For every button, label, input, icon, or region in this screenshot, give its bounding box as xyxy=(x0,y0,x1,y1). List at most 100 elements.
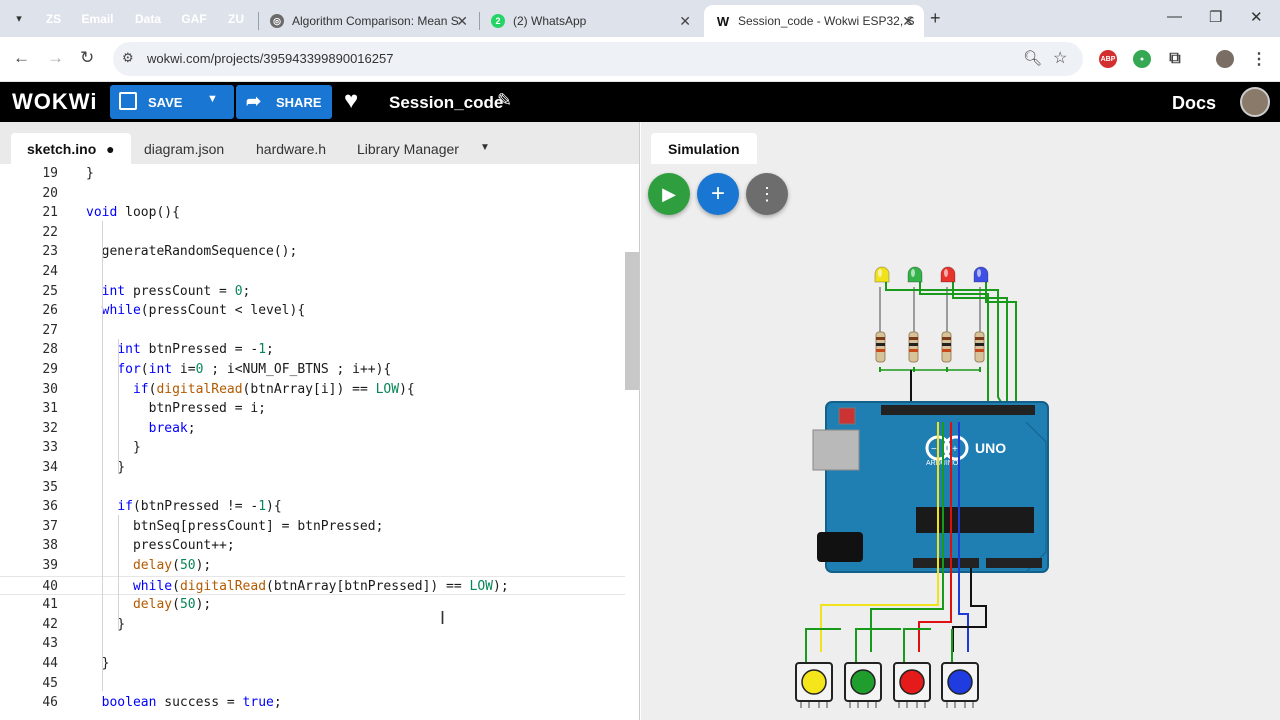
code-text[interactable]: int btnPressed = -1; xyxy=(117,342,274,358)
code-text[interactable]: break; xyxy=(148,420,196,436)
pushbutton-1[interactable] xyxy=(795,662,833,708)
save-button[interactable]: SAVE ▼ xyxy=(110,85,234,119)
code-text[interactable]: void loop(){ xyxy=(86,205,180,221)
pinned-tab-data[interactable]: Data xyxy=(131,9,165,28)
wokwi-logo[interactable]: WOKWi xyxy=(12,89,98,114)
code-text[interactable]: pressCount++; xyxy=(86,538,235,554)
profile-avatar-icon[interactable] xyxy=(1216,50,1234,68)
editor-scrollbar[interactable] xyxy=(625,252,639,390)
tab-search-chevron-icon[interactable]: ▾ xyxy=(16,12,22,25)
green-extension-icon[interactable]: ● xyxy=(1133,50,1151,68)
code-line[interactable]: 39 delay(50); xyxy=(0,556,625,575)
project-name[interactable]: Session_code xyxy=(389,93,504,112)
led-4[interactable] xyxy=(973,266,989,283)
code-line[interactable]: 23 generateRandomSequence(); xyxy=(0,242,625,261)
code-line[interactable]: 41 delay(50); xyxy=(0,595,625,614)
code-line[interactable]: 33 } xyxy=(0,438,625,457)
close-window-icon[interactable]: ✕ xyxy=(1250,9,1263,26)
reload-icon[interactable]: ↻ xyxy=(80,48,95,67)
code-line[interactable]: 28 int btnPressed = -1; xyxy=(0,340,625,359)
tab-hardware-h[interactable]: hardware.h xyxy=(240,133,342,164)
add-part-button[interactable]: + xyxy=(697,173,739,215)
led-1[interactable] xyxy=(874,266,890,283)
code-line[interactable]: 37 btnSeq[pressCount] = btnPressed; xyxy=(0,517,625,536)
tab-simulation[interactable]: Simulation xyxy=(651,133,757,164)
play-button[interactable]: ▶ xyxy=(648,173,690,215)
code-text[interactable]: } xyxy=(86,656,110,671)
close-tab-icon[interactable]: ✕ xyxy=(679,13,691,29)
zoom-icon[interactable]: 🔍︎ xyxy=(1023,50,1043,67)
code-text[interactable]: generateRandomSequence(); xyxy=(86,244,298,260)
close-tab-icon[interactable]: ✕ xyxy=(902,13,914,29)
tab-sketch-ino[interactable]: sketch.ino ● xyxy=(11,133,131,164)
code-text[interactable]: } xyxy=(86,616,126,632)
code-line[interactable]: 38 pressCount++; xyxy=(0,536,625,555)
code-line[interactable]: 25 int pressCount = 0; xyxy=(0,282,625,301)
url-text[interactable]: wokwi.com/projects/395943399890016257 xyxy=(147,51,394,66)
browser-menu-icon[interactable]: ⋮ xyxy=(1251,51,1267,68)
code-text[interactable]: delay(50); xyxy=(132,597,212,613)
maximize-icon[interactable]: ❐ xyxy=(1209,9,1223,26)
code-text[interactable]: btnPressed = i; xyxy=(86,401,267,417)
code-text[interactable]: if(btnPressed != -1){ xyxy=(117,499,282,515)
pushbutton-3[interactable] xyxy=(893,662,931,708)
extensions-puzzle-icon[interactable]: ⧉ xyxy=(1169,50,1181,67)
code-text[interactable]: btnSeq[pressCount] = btnPressed; xyxy=(86,518,384,534)
code-line[interactable]: 40 while(digitalRead(btnArray[btnPressed… xyxy=(0,575,625,595)
code-line[interactable]: 35 xyxy=(0,478,625,497)
code-line[interactable]: 30 if(digitalRead(btnArray[i]) == LOW){ xyxy=(0,380,625,399)
edit-pencil-icon[interactable]: ✎ xyxy=(497,90,513,110)
code-line[interactable]: 42 } xyxy=(0,615,625,634)
code-line[interactable]: 20 xyxy=(0,184,625,203)
pushbutton-4[interactable] xyxy=(941,662,979,708)
browser-tab-algorithm[interactable]: ◎ Algorithm Comparison: Mean S ✕ xyxy=(258,5,478,37)
browser-tab-whatsapp[interactable]: 2 (2) WhatsApp ✕ xyxy=(479,5,701,37)
code-line[interactable]: 24 xyxy=(0,262,625,281)
share-button[interactable]: ➦ SHARE xyxy=(236,85,332,119)
code-line[interactable]: 45 xyxy=(0,674,625,693)
code-line[interactable]: 43 xyxy=(0,634,625,653)
code-line[interactable]: 31 btnPressed = i; xyxy=(0,399,625,418)
bookmark-star-icon[interactable]: ☆ xyxy=(1053,50,1068,67)
code-line[interactable]: 22 xyxy=(0,223,625,242)
code-text[interactable]: for(int i=0 ; i<NUM_OF_BTNS ; i++){ xyxy=(117,362,392,377)
address-bar[interactable]: ⚙ wokwi.com/projects/395943399890016257 … xyxy=(113,42,1083,76)
minimize-icon[interactable]: — xyxy=(1167,8,1182,25)
code-text[interactable]: } xyxy=(86,460,126,475)
code-line[interactable]: 46 boolean success = true; xyxy=(0,693,625,712)
code-text[interactable]: boolean success = true; xyxy=(101,695,282,711)
tab-library-manager[interactable]: Library Manager xyxy=(341,133,475,164)
site-info-icon[interactable]: ⚙ xyxy=(122,50,134,65)
save-dropdown-chevron-icon[interactable]: ▼ xyxy=(207,93,218,105)
code-line[interactable]: 27 xyxy=(0,321,625,340)
code-line[interactable]: 34 } xyxy=(0,458,625,477)
pushbutton-2[interactable] xyxy=(844,662,882,708)
code-line[interactable]: 29 for(int i=0 ; i<NUM_OF_BTNS ; i++){ xyxy=(0,360,625,379)
code-text[interactable]: int pressCount = 0; xyxy=(101,283,251,299)
close-tab-icon[interactable]: ✕ xyxy=(456,13,468,29)
tab-diagram-json[interactable]: diagram.json xyxy=(128,133,240,164)
browser-tab-wokwi[interactable]: W Session_code - Wokwi ESP32, S ✕ xyxy=(704,5,924,37)
pinned-tab-zu[interactable]: ZU xyxy=(223,9,249,28)
adblock-plus-icon[interactable]: ABP xyxy=(1099,50,1117,68)
code-text[interactable]: } xyxy=(86,166,94,181)
circuit-diagram[interactable]: − + ARDUINO UNO xyxy=(641,122,1280,720)
code-text[interactable]: } xyxy=(86,440,141,456)
like-heart-icon[interactable]: ♥ xyxy=(344,87,359,114)
docs-link[interactable]: Docs xyxy=(1172,93,1217,113)
forward-arrow-icon[interactable]: → xyxy=(47,48,64,67)
code-text[interactable]: while(digitalRead(btnArray[btnPressed]) … xyxy=(132,578,509,594)
led-3[interactable] xyxy=(940,266,956,283)
code-text[interactable]: delay(50); xyxy=(132,558,212,573)
pinned-tab-email[interactable]: Email xyxy=(78,9,117,28)
user-avatar[interactable] xyxy=(1240,87,1270,117)
code-line[interactable]: 32 break; xyxy=(0,419,625,438)
tabs-menu-chevron-icon[interactable]: ▼ xyxy=(480,142,490,153)
back-arrow-icon[interactable]: ← xyxy=(13,48,30,67)
code-line[interactable]: 26 while(pressCount < level){ xyxy=(0,301,625,320)
code-text[interactable]: while(pressCount < level){ xyxy=(101,303,306,319)
code-line[interactable]: 19} xyxy=(0,164,625,183)
more-options-button[interactable]: ⋮ xyxy=(746,173,788,215)
